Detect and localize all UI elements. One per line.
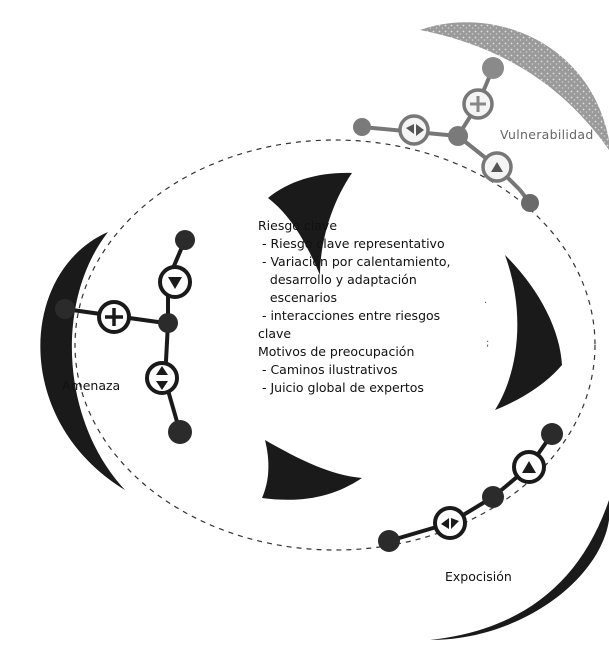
center-text-line: - Juicio global de expertos <box>258 380 424 395</box>
node <box>448 126 468 146</box>
node <box>158 313 178 333</box>
center-text-line: - interacciones entre riesgos <box>258 308 441 323</box>
crescent-top-right-grey <box>420 22 609 150</box>
label-amenaza: Amenaza <box>62 378 121 393</box>
plus-icon <box>97 300 131 334</box>
up-down-triangle-icon <box>145 361 179 395</box>
center-text-line: Riesgo clave <box>258 218 338 233</box>
inner-crescent-top <box>268 172 352 275</box>
center-text-line: desarrollo y adaptación <box>258 272 417 287</box>
label-exposicion: Expocisión <box>445 569 512 584</box>
center-text-line: escenarios <box>258 290 338 305</box>
key-risk-description: Riesgo clave - Riesgo clave representati… <box>258 217 508 397</box>
left-right-triangle-icon <box>433 506 467 540</box>
up-triangle-icon <box>512 450 546 484</box>
inner-crescent-right <box>495 255 562 410</box>
scan-mark: ; <box>486 338 489 349</box>
node <box>168 420 192 444</box>
center-text-line: Motivos de preocupación <box>258 344 415 359</box>
crescent-bottom-right <box>430 500 609 640</box>
label-vulnerabilidad: Vulnerabilidad <box>500 127 594 142</box>
node <box>482 486 504 508</box>
dashed-circle <box>74 139 596 551</box>
up-triangle-icon <box>481 151 513 183</box>
center-text-line: - Variación por calentamiento, <box>258 254 451 269</box>
node <box>175 230 195 250</box>
node <box>521 194 539 212</box>
scan-mark: . <box>484 295 487 306</box>
exposicion-network <box>388 432 554 543</box>
node <box>55 299 75 319</box>
plus-icon <box>462 88 494 120</box>
center-text-line: - Riesgo clave representativo <box>258 236 445 251</box>
node <box>482 57 504 79</box>
down-triangle-icon <box>158 265 192 299</box>
crescent-left <box>40 232 125 490</box>
inner-crescent-bottom <box>262 440 362 500</box>
node <box>378 530 400 552</box>
center-text-line: clave <box>258 326 292 341</box>
center-text-line: - Caminos ilustrativos <box>258 362 398 377</box>
left-right-triangle-icon <box>398 114 430 146</box>
node <box>353 118 371 136</box>
node <box>541 423 563 445</box>
